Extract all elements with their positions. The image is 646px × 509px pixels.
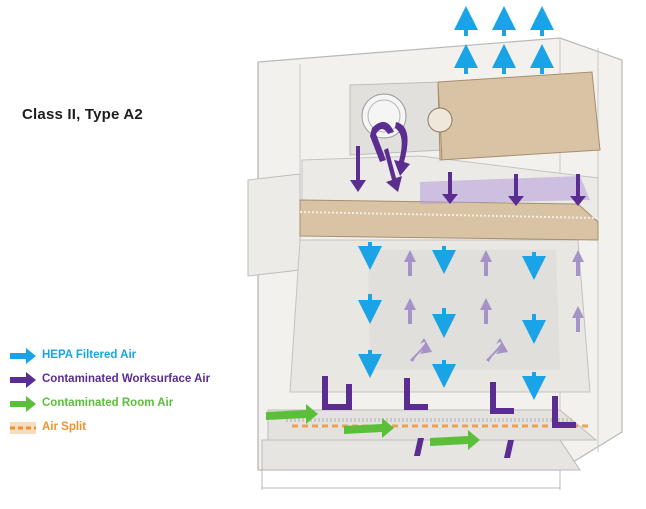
worksurface-intake-arrows xyxy=(322,376,576,458)
legend-label-contaminated-room-air: Contaminated Room Air xyxy=(42,397,174,409)
contaminated-room-air-arrow-icon xyxy=(10,396,36,412)
rising-air-arrows xyxy=(404,250,584,362)
contaminated-worksurface-air-arrow-icon xyxy=(10,372,36,388)
exhaust-hepa-filter xyxy=(427,71,601,161)
supply-hepa-filter xyxy=(299,176,599,241)
legend-label-hepa-filtered-air: HEPA Filtered Air xyxy=(42,349,137,361)
contaminated-worksurface-air-arrows xyxy=(350,121,586,206)
diagram-title: Class II, Type A2 xyxy=(22,106,143,123)
legend-label-contaminated-worksurface-air: Contaminated Worksurface Air xyxy=(42,373,211,385)
hepa-filtered-air-arrows xyxy=(358,6,554,400)
air-split-dashed-line-icon xyxy=(10,422,36,434)
contaminated-room-air-arrows xyxy=(266,404,480,450)
hepa-filtered-air-arrow-icon xyxy=(10,348,36,364)
legend-label-air-split: Air Split xyxy=(42,421,87,433)
